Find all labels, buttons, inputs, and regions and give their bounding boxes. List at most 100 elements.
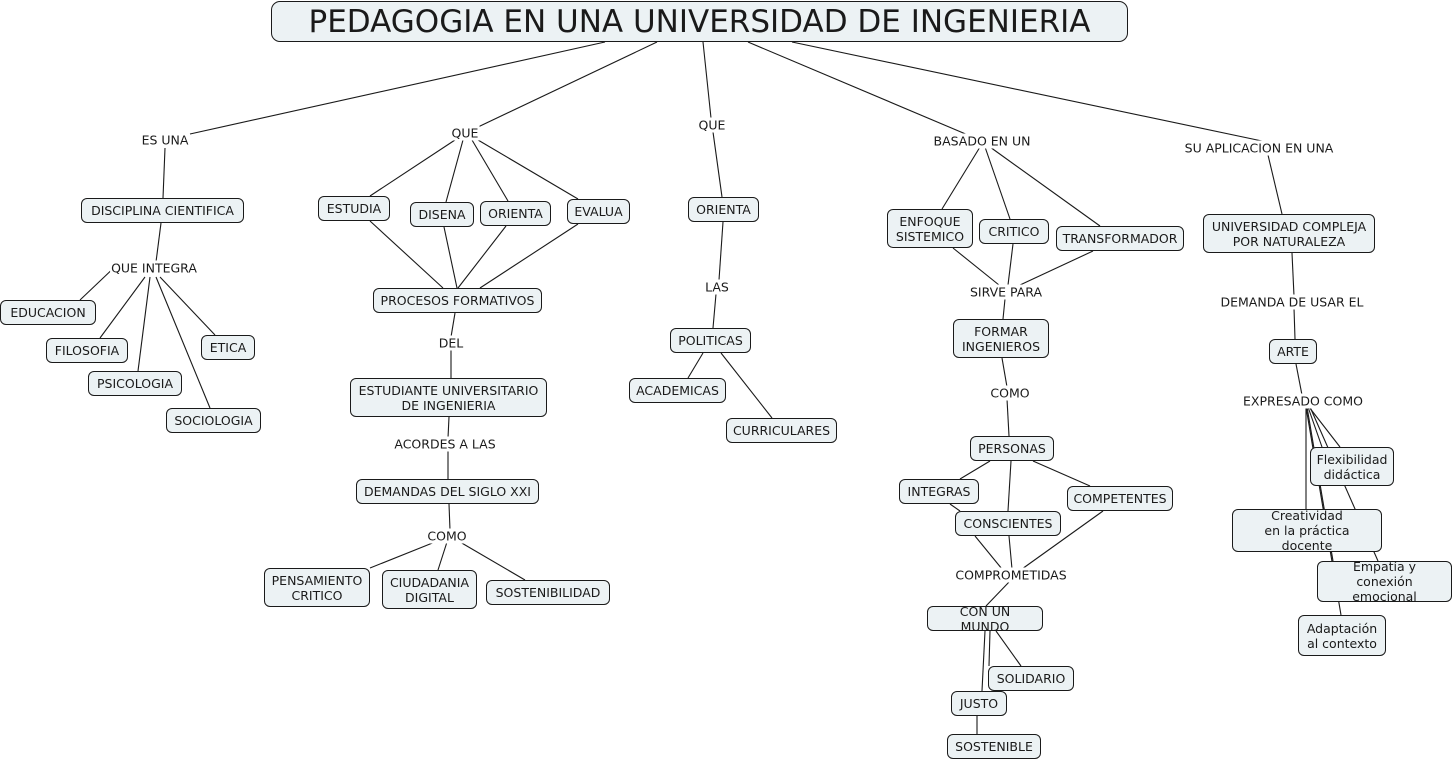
connector-line: [162, 147, 166, 199]
concept-academicas[interactable]: ACADEMICAS: [629, 378, 726, 403]
concept-transformador[interactable]: TRANSFORMADOR: [1056, 226, 1184, 251]
connector-line: [995, 630, 1022, 667]
connector-line: [189, 41, 606, 135]
concept-psicologia[interactable]: PSICOLOGIA: [88, 371, 182, 396]
connector-line: [1293, 307, 1296, 340]
connector-line: [471, 139, 509, 202]
connector-line: [437, 541, 448, 571]
connector-line: [1291, 252, 1295, 297]
connector-line: [459, 541, 526, 581]
connector-line: [155, 222, 162, 263]
concept-integras[interactable]: INTEGRAS: [899, 479, 979, 504]
link-como-demandas: COMO: [426, 528, 468, 544]
connector-line: [447, 416, 450, 439]
concept-competentes[interactable]: COMPETENTES: [1067, 486, 1173, 511]
concept-disena[interactable]: DISENA: [410, 202, 474, 227]
concept-orienta-procesos[interactable]: ORIENTA: [480, 201, 551, 226]
connector-line: [720, 352, 773, 419]
concept-ciudadania-digital[interactable]: CIUDADANIA DIGITAL: [382, 570, 477, 609]
concept-educacion[interactable]: EDUCACION: [0, 300, 96, 325]
concept-politicas[interactable]: POLITICAS: [670, 328, 751, 353]
concept-evalua[interactable]: EVALUA: [567, 199, 630, 224]
concept-solidario[interactable]: SOLIDARIO: [988, 666, 1074, 691]
concept-demandas-siglo-xxi[interactable]: DEMANDAS DEL SIGLO XXI: [356, 479, 539, 504]
connector-line: [477, 139, 579, 200]
connector-line: [1295, 363, 1303, 396]
root-concept-title[interactable]: PEDAGOGIA EN UNA UNIVERSIDAD DE INGENIER…: [271, 1, 1128, 42]
concept-sostenible[interactable]: SOSTENIBLE: [947, 734, 1041, 759]
connector-line: [1267, 154, 1283, 215]
connector-line: [988, 630, 991, 667]
connector-line: [989, 146, 1101, 227]
concept-universidad-compleja[interactable]: UNIVERSIDAD COMPLEJA POR NATURALEZA: [1203, 214, 1375, 253]
connector-line: [712, 293, 717, 329]
connector-line: [984, 146, 1011, 220]
concept-estudiante-universitario[interactable]: ESTUDIANTE UNIVERSITARIO DE INGENIERIA: [350, 378, 547, 417]
connector-line: [952, 247, 1000, 286]
connector-line: [1002, 298, 1006, 320]
concept-justo[interactable]: JUSTO: [951, 691, 1007, 716]
connector-line: [1308, 406, 1341, 448]
concept-personas[interactable]: PERSONAS: [970, 436, 1054, 461]
connector-line: [791, 41, 1263, 142]
link-es-una: ES UNA: [140, 132, 190, 148]
connector-line: [718, 221, 724, 281]
concept-sociologia[interactable]: SOCIOLOGIA: [166, 408, 261, 433]
concept-filosofia[interactable]: FILOSOFIA: [46, 338, 128, 363]
connector-line: [448, 503, 451, 531]
connector-line: [1007, 243, 1014, 286]
link-su-aplicacion: SU APLICACION EN UNA: [1183, 140, 1335, 156]
concept-procesos-formativos[interactable]: PROCESOS FORMATIVOS: [373, 288, 542, 313]
connector-line: [99, 276, 146, 339]
connector-line: [479, 223, 579, 289]
connector-line: [712, 131, 723, 198]
concept-etica[interactable]: ETICA: [201, 335, 255, 360]
connector-line: [445, 139, 464, 203]
concept-formar-ingenieros[interactable]: FORMAR INGENIEROS: [953, 319, 1049, 358]
connector-line: [477, 41, 658, 128]
connector-line: [687, 352, 704, 379]
concept-orienta-politicas[interactable]: ORIENTA: [688, 197, 759, 222]
concept-estudia[interactable]: ESTUDIA: [318, 196, 390, 221]
concept-enfoque-sistemico[interactable]: ENFOQUE SISTEMICO: [887, 209, 973, 248]
connector-line: [981, 630, 986, 692]
link-como-personas: COMO: [989, 385, 1031, 401]
connector-line: [959, 460, 991, 480]
concept-curriculares[interactable]: CURRICULARES: [726, 418, 837, 443]
connector-line: [1006, 398, 1010, 437]
connector-line: [369, 541, 436, 569]
concept-empatia[interactable]: Empatía y conexión emocional: [1317, 559, 1452, 604]
connector-line: [1307, 406, 1323, 448]
concept-pensamiento-critico[interactable]: PENSAMIENTO CRITICO: [264, 568, 370, 607]
concept-flexibilidad-didactica[interactable]: Flexibilidad didáctica: [1310, 447, 1394, 486]
connector-line: [137, 276, 151, 372]
concept-conscientes[interactable]: CONSCIENTES: [955, 511, 1061, 536]
link-comprometidas: COMPROMETIDAS: [954, 567, 1068, 583]
connector-line: [941, 146, 981, 210]
link-demanda-de-usar: DEMANDA DE USAR EL: [1219, 294, 1365, 310]
connector-line: [457, 225, 507, 289]
concept-disciplina-cientifica[interactable]: DISCIPLINA CIENTIFICA: [81, 198, 244, 223]
connector-line: [155, 276, 211, 409]
connector-line: [1032, 460, 1091, 487]
connector-line: [443, 226, 458, 289]
concept-sostenibilidad[interactable]: SOSTENIBILIDAD: [486, 580, 610, 605]
connector-line: [702, 41, 712, 119]
connector-line: [985, 580, 1011, 607]
link-acordes-a-las: ACORDES A LAS: [393, 436, 497, 452]
concept-adaptacion[interactable]: Adaptación al contexto: [1298, 615, 1386, 656]
link-que-integra: QUE INTEGRA: [110, 260, 198, 276]
link-expresado-como: EXPRESADO COMO: [1242, 393, 1364, 409]
concept-creatividad[interactable]: Creatividad en la práctica docente: [1232, 508, 1382, 553]
link-que-orienta: QUE: [697, 117, 727, 133]
connector-line: [450, 312, 456, 338]
concept-arte[interactable]: ARTE: [1269, 339, 1317, 364]
concept-con-un-mundo[interactable]: CON UN MUNDO: [927, 604, 1043, 634]
link-basado-en-un: BASADO EN UN: [932, 133, 1032, 149]
concept-critico[interactable]: CRITICO: [979, 219, 1049, 244]
connector-line: [974, 535, 1003, 570]
connector-line: [1019, 250, 1094, 286]
connector-line: [949, 503, 961, 512]
link-del: DEL: [437, 335, 465, 351]
